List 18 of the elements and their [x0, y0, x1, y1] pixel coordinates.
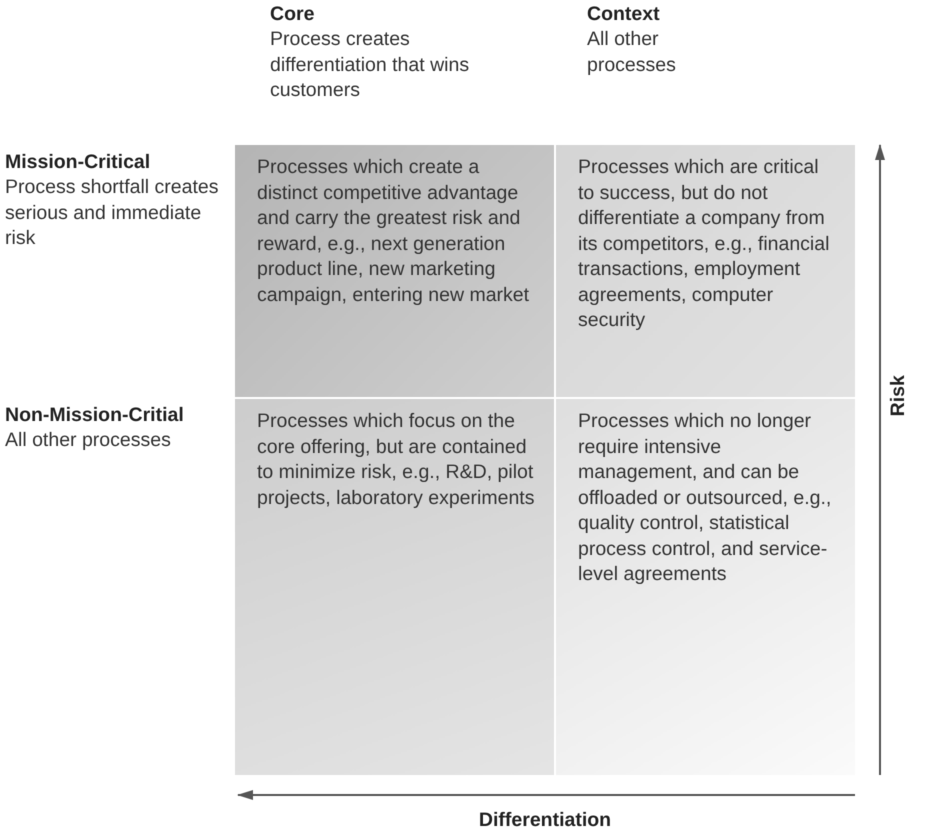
row-heading: Non-Mission-Critial	[5, 403, 185, 428]
axis-label: Risk	[886, 375, 910, 416]
quadrant-panel	[556, 399, 855, 775]
quadrant-panel	[235, 399, 554, 775]
quadrant-text: Processes which focus on the core offering, but are contained to minimize risk, e.g., R&D, pilot projects, laboratory experiments	[257, 409, 536, 510]
row-description: All other processes	[5, 428, 172, 453]
quadrant-panel	[235, 145, 554, 397]
quadrant-text: Processes which create a distinct competitive advantage and carry the greatest risk and reward, e.g., next generation product line, new marketing campaign, entering new market	[257, 155, 530, 308]
column-description: Process creates differentiation that wins customers	[270, 27, 470, 103]
column-heading: Context	[587, 2, 661, 27]
row-heading: Mission-Critical	[5, 150, 152, 175]
quadrant-panel	[556, 145, 855, 397]
column-description: All other processes	[587, 27, 677, 78]
column-heading: Core	[270, 2, 316, 27]
quadrant-text: Processes which no longer require intensive management, and can be offloaded or outsourced, e.g., quality control, statistical process control, and service-level agreements	[578, 409, 832, 587]
row-description: Process shortfall creates serious and immediate risk	[5, 175, 220, 251]
axis-label: Differentiation	[478, 808, 612, 833]
quadrant-text: Processes which are critical to success, but do not differentiate a company from its competitors, e.g., financial transactions, employment agreements, computer security	[578, 155, 830, 333]
